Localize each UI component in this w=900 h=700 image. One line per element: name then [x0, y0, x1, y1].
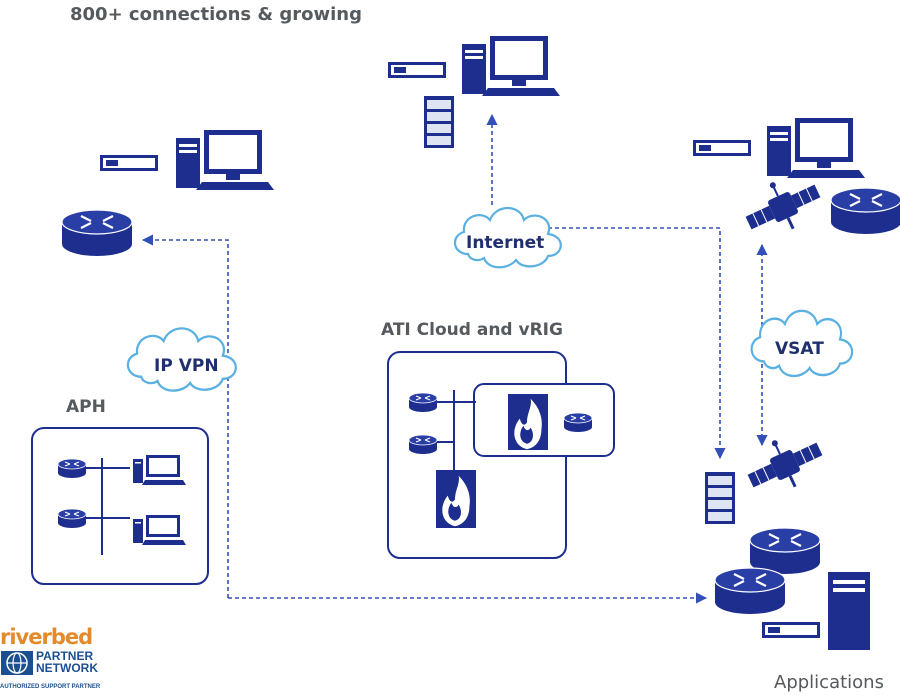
hq-server-icon: [424, 96, 454, 148]
aph-router-1-icon: [57, 458, 87, 479]
riverbed-wordmark: riverbed: [0, 625, 93, 649]
remote-modem: [693, 140, 751, 156]
apps-tower-icon: [828, 572, 870, 650]
remote-desktop-icon: [767, 118, 865, 178]
apps-satellite-icon: [737, 422, 832, 505]
aph-label: APH: [66, 397, 106, 417]
logo-tagline: AUTHORIZED SUPPORT PARTNER: [0, 684, 101, 690]
aph-pc-1-icon: [133, 455, 186, 485]
hq-modem: [388, 62, 446, 78]
remote-router-icon: [829, 186, 900, 236]
ati-cloud-label: ATI Cloud and vRIG: [381, 320, 563, 340]
aph-pc-2-icon: [133, 515, 186, 545]
vsat-label: VSAT: [775, 339, 824, 359]
ati-router-2-icon: [408, 434, 438, 455]
diagram-title: 800+ connections & growing: [70, 4, 362, 25]
aph-router-2-icon: [57, 508, 87, 529]
apps-router-back-icon: [748, 526, 822, 576]
vrig-router-icon: [563, 412, 593, 433]
applications-label: Applications: [774, 672, 884, 693]
apps-modem-icon: [762, 622, 820, 638]
riverbed-logo: riverbed PARTNER NETWORK: [0, 625, 100, 700]
logo-line-2: NETWORK: [36, 661, 98, 675]
apps-router-front-icon: [713, 566, 787, 616]
riverbed-globe-icon: [1, 651, 33, 675]
aph-box: [31, 427, 209, 585]
branch-modem: [100, 155, 158, 171]
link-internet-to-applications: [520, 227, 726, 460]
apps-server-icon: [705, 472, 735, 524]
ip-vpn-label: IP VPN: [154, 356, 219, 376]
ati-router-1-icon: [408, 392, 438, 413]
branch-router-icon: [60, 208, 134, 258]
link-ipvpn-to-branch: [141, 234, 229, 598]
remote-satellite-icon: [735, 164, 830, 247]
hq-desktop-icon: [462, 36, 560, 96]
logo-line-1: PARTNER: [36, 649, 94, 663]
internet-label: Internet: [466, 233, 545, 253]
branch-desktop-icon: [176, 130, 274, 190]
